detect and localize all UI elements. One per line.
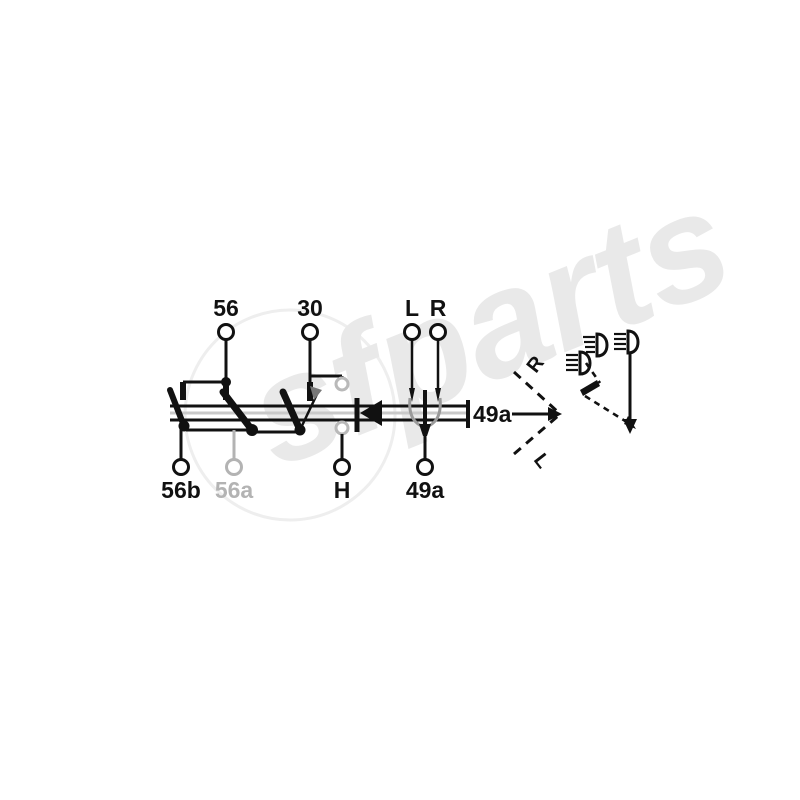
contact-blade-56a: 56a	[186, 388, 258, 503]
terminal-L-post	[403, 323, 421, 341]
chevron-upper-dash	[512, 370, 560, 414]
terminal-H-group: H	[333, 376, 351, 503]
terminal-56b-post	[172, 458, 190, 476]
contact-blade-30	[252, 386, 322, 436]
blade-56b-arm	[167, 387, 187, 429]
contact-blade-56b: 56b	[161, 387, 201, 503]
wiper-49a-node	[419, 424, 431, 436]
terminal-R-label: R	[430, 295, 447, 321]
left-pointing-triangle-icon	[360, 400, 382, 426]
terminal-49a-post	[416, 458, 434, 476]
terminal-R-group: R	[429, 295, 447, 402]
terminal-H-label: H	[334, 477, 351, 503]
flasher-49a-label: 49a	[473, 401, 512, 427]
chevron-lower-dash	[513, 414, 559, 456]
blade-30-arrowhead	[310, 386, 322, 400]
terminal-49a-label: 49a	[406, 477, 445, 503]
terminal-56-post	[217, 323, 235, 341]
terminal-56-label: 56	[213, 295, 239, 321]
terminal-L-group: L	[403, 295, 421, 402]
lamp-main-beam-head	[623, 419, 637, 434]
terminal-L-label: L	[405, 295, 419, 321]
headlamp-icon-3-bulb	[626, 329, 640, 355]
contact-H-upper	[334, 376, 350, 392]
terminal-H-post	[333, 458, 351, 476]
headlamp-icon-1-bulb	[578, 350, 592, 376]
blade-30-pivot	[294, 424, 306, 436]
watermark-circle	[183, 308, 397, 522]
lamp-feed-dash-lower	[584, 394, 631, 426]
switch-rail-group	[170, 404, 470, 422]
headlamp-icon-2-bulb	[595, 332, 609, 358]
terminal-56-group: 56	[180, 295, 239, 400]
terminal-56a-post	[225, 458, 243, 476]
terminal-56b-label: 56b	[161, 477, 201, 503]
terminal-56a-label: 56a	[215, 477, 254, 503]
headlamp-icon-1	[566, 350, 592, 376]
blade-56a-arm	[219, 388, 256, 434]
indicator-L-label: L	[529, 450, 554, 473]
direction-marker-group	[354, 398, 382, 432]
lamp-feed-pivot-marker	[580, 380, 600, 396]
terminal-R-post	[429, 323, 447, 341]
terminal-R-contact-tip	[435, 388, 441, 402]
lamp-feed-dash-upper	[584, 362, 602, 384]
watermark-group: sfparts	[183, 155, 752, 522]
terminal-30-label: 30	[297, 295, 323, 321]
terminal-L-contact-tip	[409, 388, 415, 402]
headlamp-icon-2	[583, 332, 609, 358]
contact-H-lower	[334, 420, 350, 436]
wiper-49a-group: 49a	[406, 390, 445, 503]
headlamp-icon-3	[614, 329, 640, 355]
lamp-feed-arrows	[580, 354, 637, 434]
blade-30-arm	[279, 388, 304, 434]
flasher-arrow-group: 49a	[473, 401, 562, 427]
flasher-arrow-head	[548, 407, 562, 421]
terminal-30-group: 30	[297, 295, 344, 401]
terminal-30-post	[301, 323, 319, 341]
